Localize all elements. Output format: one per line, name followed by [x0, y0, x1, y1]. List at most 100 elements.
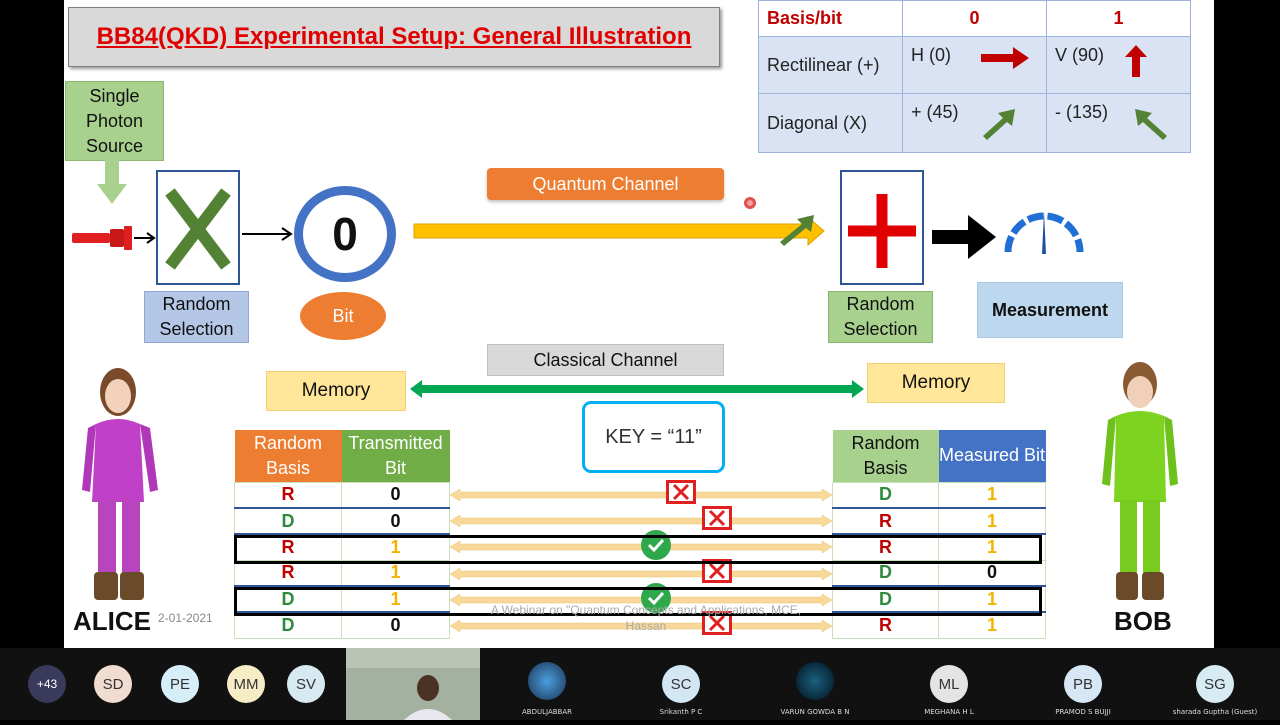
alice-random-selection: Random Selection [144, 291, 249, 343]
participant-tile[interactable]: SD [66, 648, 160, 720]
participant-tile[interactable]: MM [199, 648, 293, 720]
mismatch-x-icon [666, 480, 696, 504]
alice-table-bit-cell: 0 [341, 507, 450, 535]
participant-avatar: +43 [28, 665, 66, 703]
compare-arrow [449, 488, 833, 502]
participant-avatar: SV [287, 665, 325, 703]
classical-channel-arrow [410, 380, 864, 398]
comparison-layer [448, 480, 834, 642]
alice-name: ALICE [73, 606, 151, 636]
basis-value-label: - (135) [1055, 102, 1109, 122]
basis-table-header: Basis/bit 0 1 [758, 0, 1191, 37]
participant-tile[interactable]: SC Srikanth P C [614, 648, 748, 720]
bob-table-basis-cell: D [832, 481, 939, 509]
bit-value: 0 [332, 208, 358, 260]
alice-table-basis-cell: R [234, 559, 342, 587]
participant-tile[interactable]: SG sharada Guptha (Guest) [1150, 648, 1280, 720]
bob-table-bit-cell: 0 [938, 559, 1046, 587]
bob-memory: Memory [867, 363, 1005, 403]
date-watermark: 2-01-2021 [158, 611, 213, 625]
bob-table-basis-cell: D [832, 585, 939, 613]
participant-name: ABDULJABBAR [522, 708, 572, 716]
bit-label-text: Bit [332, 305, 354, 326]
alice-table-bit-cell: 1 [341, 533, 450, 561]
participant-tile[interactable]: PE [133, 648, 227, 720]
alice-table-bit-cell: 1 [341, 559, 450, 587]
participant-tile[interactable]: ML MEGHANA H L [882, 648, 1016, 720]
alice-table-bit-cell: 0 [341, 481, 450, 509]
diag-up-right-arrow-icon [983, 109, 1015, 140]
gauge-icon [1004, 212, 1084, 254]
alice-header-basis: Random Basis [234, 430, 342, 482]
basis-value-cell: V (90) [1046, 36, 1191, 94]
bob-table-bit-cell: 1 [938, 611, 1046, 639]
basis-value-cell: + (45) [902, 93, 1047, 153]
participant-tile[interactable]: VARUN GOWDA B N [748, 648, 882, 720]
basis-value-cell: H (0) [902, 36, 1047, 94]
diagonal-basis-icon [165, 188, 231, 270]
mismatch-x-icon [702, 506, 732, 531]
bob-avatar [1102, 362, 1178, 600]
basis-header-cell: 1 [1046, 0, 1191, 37]
measurement-label: Measurement [977, 282, 1123, 338]
up-arrow-icon [1125, 45, 1147, 77]
arrow-right-icon [242, 227, 293, 241]
bit-circle: 0 [294, 186, 396, 282]
presenter-video [346, 648, 480, 720]
participant-avatar: SC [662, 665, 700, 703]
pointer-dot [744, 197, 756, 209]
bob-header-basis: Random Basis [832, 430, 939, 482]
basis-header-cell: 0 [902, 0, 1047, 37]
laser-source-icon [72, 226, 156, 250]
basis-value-label: + (45) [911, 102, 959, 122]
participant-tile[interactable]: SV [266, 648, 346, 720]
participant-video-tile[interactable] [346, 648, 480, 720]
bob-random-selection: Random Selection [828, 291, 933, 343]
down-arrow-icon [97, 158, 127, 204]
alice-header-bit: Transmitted Bit [341, 430, 450, 482]
alice-table-basis-cell: R [234, 481, 342, 509]
bob-table-basis-cell: R [832, 533, 939, 561]
photon-diagonal-arrow-icon [780, 215, 814, 246]
bob-table-basis-cell: R [832, 507, 939, 535]
participant-avatar [796, 662, 834, 700]
basis-table-row: Diagonal (X) + (45) - (135) [758, 93, 1191, 153]
bit-label: Bit [300, 292, 386, 340]
participant-avatar: SG [1196, 665, 1234, 703]
participant-name: VARUN GOWDA B N [780, 708, 850, 716]
to-detector-arrow-icon [932, 215, 996, 259]
alice-table-basis-cell: D [234, 507, 342, 535]
quantum-channel-arrow [413, 215, 825, 247]
classical-channel-label: Classical Channel [487, 344, 724, 376]
basis-value-label: V (90) [1055, 45, 1105, 65]
participant-tile[interactable]: +43 [0, 648, 94, 720]
participant-name: MEGHANA H L [924, 708, 974, 716]
alice-table-header: Random Basis Transmitted Bit [234, 430, 450, 482]
participant-avatar: SD [94, 665, 132, 703]
bob-name: BOB [1114, 606, 1172, 636]
participant-name: sharada Guptha (Guest) [1172, 708, 1258, 716]
participant-avatar: MM [227, 665, 265, 703]
right-arrow-icon [981, 47, 1029, 69]
alice-basis-box [156, 170, 240, 285]
participant-name: Srikanth P C [659, 708, 703, 716]
basis-name-cell: Diagonal (X) [758, 93, 903, 153]
bob-table-header: Random Basis Measured Bit [832, 430, 1046, 482]
alice-avatar [82, 368, 158, 600]
participant-tile[interactable]: ABDULJABBAR [480, 648, 614, 720]
participant-avatar: ML [930, 665, 968, 703]
